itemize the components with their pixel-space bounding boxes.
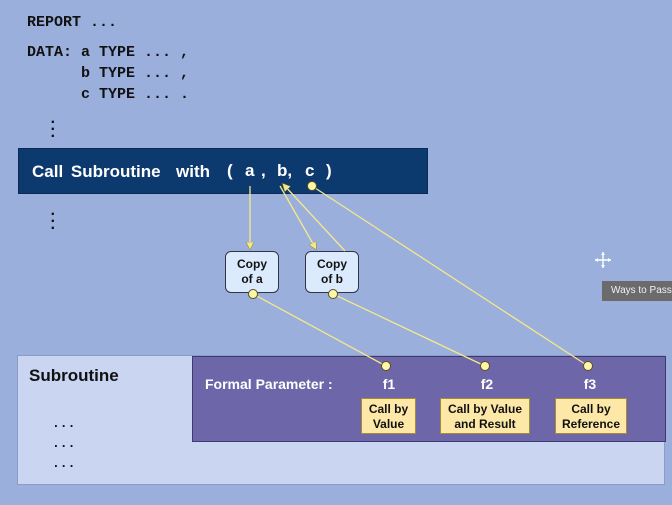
close-paren: ) xyxy=(326,161,332,180)
formal-parameter-label: Formal Parameter : xyxy=(205,376,333,392)
vertical-ellipsis-top: . . . xyxy=(48,110,58,142)
formal-parameter-panel: Formal Parameter : f1 f2 f3 Call by Valu… xyxy=(192,356,666,442)
subroutine-body-dots-2: ... xyxy=(52,436,76,451)
call-by-reference-box: Call by Reference xyxy=(555,398,627,434)
copy-of-a-line1: Copy xyxy=(237,257,267,271)
copy-of-a-line2: of a xyxy=(241,272,263,286)
subroutine-body-dots-1: ... xyxy=(52,416,76,431)
actual-parameter-a: a xyxy=(245,161,255,180)
data-declaration-b: b TYPE ... , xyxy=(27,65,190,82)
subroutine-body-dots-3: ... xyxy=(52,456,76,471)
formal-parameter-f1: f1 xyxy=(382,376,396,392)
data-declaration-a: DATA: a TYPE ... , xyxy=(27,44,190,61)
call-by-value-and-result-box: Call by Value and Result xyxy=(440,398,530,434)
comma-separator: , xyxy=(261,161,266,180)
call-by-reference-line2: Reference xyxy=(561,417,621,431)
formal-parameter-f2: f2 xyxy=(480,376,494,392)
call-by-value-line2: Value xyxy=(372,417,405,431)
call-by-value-line1: Call by xyxy=(368,402,409,416)
copy-of-b-box: Copy of b xyxy=(305,251,359,293)
vertical-ellipsis-middle: . . . xyxy=(48,202,58,234)
actual-parameter-b: b, xyxy=(277,161,293,180)
call-by-value-box: Call by Value xyxy=(361,398,416,434)
call-by-value-and-result-line2: and Result xyxy=(454,417,516,431)
call-by-reference-line1: Call by xyxy=(571,402,611,416)
actual-parameter-c: c xyxy=(305,161,315,180)
call-subroutine-label: Call Subroutine with xyxy=(32,162,211,181)
call-by-value-and-result-line1: Call by Value xyxy=(447,402,523,416)
copy-of-b-line2: of b xyxy=(321,272,343,286)
data-declaration-c: c TYPE ... . xyxy=(27,86,190,103)
call-subroutine-bar: Call Subroutine with ( a , b, c ) xyxy=(18,148,428,194)
report-statement: REPORT ... xyxy=(27,14,118,31)
arrow-copy-b-to-b xyxy=(283,184,346,252)
subroutine-title: Subroutine xyxy=(29,366,119,385)
move-cursor-icon xyxy=(595,252,611,268)
open-paren: ( xyxy=(227,161,233,180)
arrow-b-to-copy-b xyxy=(279,185,316,249)
tooltip: Ways to Pass xyxy=(602,281,672,301)
formal-parameter-f3: f3 xyxy=(583,376,597,392)
copy-of-a-box: Copy of a xyxy=(225,251,279,293)
copy-of-b-line1: Copy xyxy=(317,257,347,271)
